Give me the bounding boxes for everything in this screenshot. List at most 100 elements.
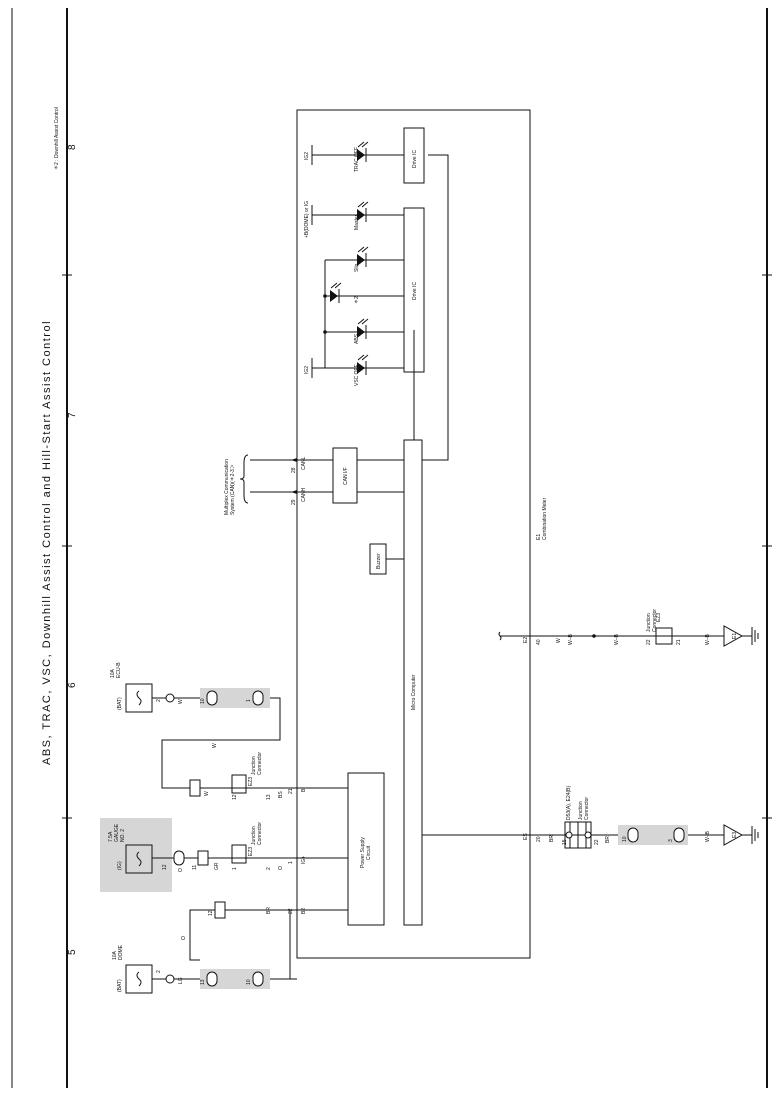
wire-br: BR xyxy=(266,907,272,914)
meter-name: Combination Meter xyxy=(542,497,548,540)
e2-break xyxy=(498,631,502,641)
junction-d53-label-2: JunctionConnector xyxy=(578,797,590,820)
terminal-canl: CANL xyxy=(301,456,307,470)
wire-w2: W xyxy=(212,743,218,748)
terminal-ig2-2: IG2 xyxy=(304,152,310,160)
ecub-connector-b xyxy=(252,690,264,706)
can-if-box xyxy=(332,447,358,504)
wire-wb2: W–B xyxy=(614,634,620,646)
drive-ic-label-1: Drive IC xyxy=(412,282,418,300)
pin-28: 28 xyxy=(291,467,297,473)
pin-10: 10 xyxy=(246,979,252,985)
meter-id: E1 xyxy=(536,534,542,540)
fuse-gauge-name: 7.5AGAUGENO. 2 xyxy=(108,823,126,842)
ground-e3-triangle xyxy=(723,824,744,846)
combination-meter-box xyxy=(296,109,531,959)
pin-10g: 10 xyxy=(622,836,628,842)
power-supply-box xyxy=(347,772,385,926)
drive-ic-label-2: Drive IC xyxy=(412,150,418,168)
junction-ez3-label-3: EZ3 xyxy=(656,613,662,622)
pin-15: 15 xyxy=(562,839,568,845)
junction-label-3: JunctionConnector xyxy=(646,609,658,632)
lamp-vsc-off: VSC OFF xyxy=(354,354,369,386)
fuse-gauge-symbol xyxy=(136,851,142,867)
wire-wb1: W–B xyxy=(568,634,574,646)
pin-11: 11 xyxy=(192,865,198,870)
zone-5: 5 xyxy=(67,949,78,955)
pin-40: 40 xyxy=(536,639,542,645)
wire-w1: W xyxy=(178,699,184,704)
fuse-dome-symbol xyxy=(136,971,142,987)
gauge-connector xyxy=(173,850,185,866)
zone-8: 8 xyxy=(67,144,78,150)
pin-13: 13 xyxy=(200,979,206,985)
lamp-abs: ABS xyxy=(354,318,369,344)
wire-br2: BR xyxy=(549,835,555,842)
pin-20: 20 xyxy=(536,836,542,842)
svg-text:ABS: ABS xyxy=(354,333,360,344)
wire-br3: BR xyxy=(605,836,611,843)
junction-dot xyxy=(323,330,327,334)
canl-arrow xyxy=(291,458,297,462)
terminal-b: B xyxy=(301,788,307,792)
pin-21: 21 xyxy=(288,788,294,794)
terminal-e2: E2 xyxy=(523,637,529,643)
svg-text:VSC OFF: VSC OFF xyxy=(354,364,360,386)
connector-ed1 xyxy=(214,901,226,919)
junction-d53-pin-b xyxy=(584,831,592,839)
junction-ez3-label-2: EZ3 xyxy=(248,777,254,786)
fuse-gauge-source: (IG) xyxy=(117,861,123,870)
terminal-canh: CANH xyxy=(301,487,307,502)
pin-j1: 1 xyxy=(232,867,238,870)
es-connector-b xyxy=(673,827,685,843)
power-supply-label: Power SupplyCircuit xyxy=(360,837,372,868)
wire-wb-ground: W–B xyxy=(705,634,711,646)
wire-o2: O xyxy=(278,866,284,870)
canh-arrow xyxy=(291,490,297,494)
wire-gr-near: O xyxy=(178,868,184,872)
junction-dot xyxy=(323,294,327,298)
zone-7: 7 xyxy=(67,412,78,418)
terminal-es: ES xyxy=(523,833,529,840)
fuse-ecub-symbol xyxy=(136,690,142,706)
lamp-master: Master xyxy=(354,201,369,230)
svg-text:TRAC OFF: TRAC OFF xyxy=(354,147,360,172)
svg-text:Slip: Slip xyxy=(354,263,360,272)
connector-ec1 xyxy=(197,850,209,866)
drive-ic-box-1 xyxy=(403,207,425,373)
fuse-gauge-pin: 12 xyxy=(162,864,168,870)
junction-label-1: JunctionConnector xyxy=(251,822,263,845)
connector-e29 xyxy=(189,779,201,797)
wire-o1: O xyxy=(181,936,187,940)
terminal-bdome: +B(DOME) or IG xyxy=(304,201,310,238)
micro-to-trac-drive-ic xyxy=(422,154,449,461)
junction-ez3-2 xyxy=(231,774,247,794)
terminal-igplus: IG+ xyxy=(301,856,307,864)
wire-wb3: W–B xyxy=(705,831,711,843)
wire-w3: W xyxy=(204,791,210,796)
zone-6: 6 xyxy=(67,682,78,688)
pin-j13: 13 xyxy=(266,794,272,800)
page-title: ABS, TRAC, VSC, Downhill Assist Control … xyxy=(41,320,53,765)
fuse-gauge-highlight xyxy=(100,818,172,892)
dome-connector-highlight xyxy=(200,969,270,989)
junction-ez3-3 xyxy=(655,627,673,645)
ground-e1-triangle xyxy=(723,625,744,647)
terminal-ig2-1: IG2 xyxy=(304,366,310,374)
pin-1: 1 xyxy=(288,861,294,864)
fuse-gauge-box xyxy=(125,844,153,874)
pin-j12: 12 xyxy=(232,794,238,800)
junction-label-2: JunctionConnector xyxy=(251,752,263,775)
ecub-connector-a xyxy=(206,690,218,706)
dome-connector-b xyxy=(252,971,264,987)
pin-3g: 3 xyxy=(668,839,674,842)
dome-return-wire xyxy=(189,909,291,979)
e2-junction-dot xyxy=(592,634,596,638)
pin-22g: 22 xyxy=(594,839,600,845)
ecub-return-wire xyxy=(161,697,281,789)
es-connector-a xyxy=(627,827,639,843)
svg-text:Master: Master xyxy=(354,214,360,230)
ground-e1: E1 xyxy=(732,633,738,639)
ground-e3: E3 xyxy=(732,832,738,838)
